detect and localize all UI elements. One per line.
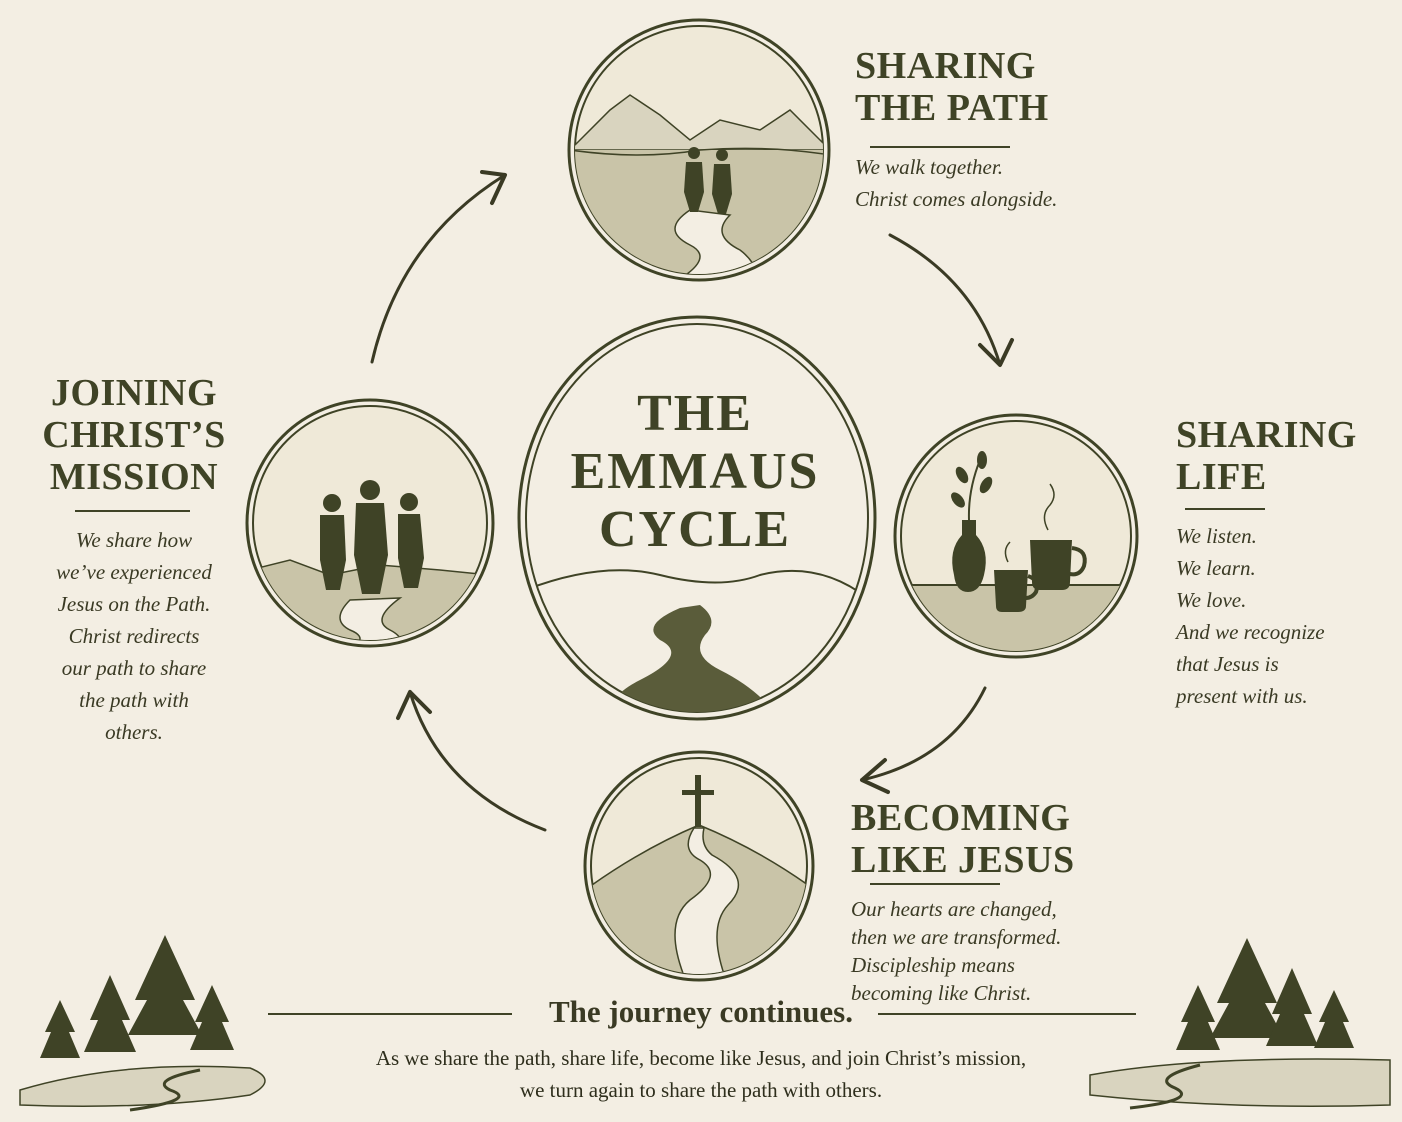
heading-line: LIFE: [1176, 456, 1267, 498]
becoming-like-jesus-heading: BECOMING LIKE JESUS: [851, 797, 1075, 881]
heading-line: JOINING: [50, 372, 218, 414]
desc-line: We walk together.: [855, 155, 1003, 179]
desc-line: We listen.: [1176, 524, 1257, 548]
becoming-like-jesus-description: Our hearts are changed, then we are tran…: [851, 895, 1075, 1007]
three-walkers-icon: [320, 480, 424, 594]
cross-icon: [682, 775, 714, 827]
arrow-to-sharing-life: [888, 233, 1002, 367]
heading-line: LIKE JESUS: [851, 839, 1075, 881]
desc-line: we’ve experienced: [56, 560, 212, 584]
joining-mission-label: JOINING CHRIST’S MISSION We share how we…: [36, 372, 232, 748]
sharing-path-heading: SHARING THE PATH: [855, 45, 1057, 129]
desc-line: And we recognize: [1176, 620, 1325, 644]
desc-line: the path with: [79, 688, 189, 712]
cycle-arrows: [370, 170, 1014, 832]
sharing-life-heading: SHARING LIFE: [1176, 414, 1357, 498]
footer-line: we turn again to share the path with oth…: [519, 1078, 883, 1102]
sharing-path-description: We walk together. Christ comes alongside…: [855, 151, 1057, 215]
arrow-to-joining-mission: [408, 690, 547, 832]
desc-line: present with us.: [1176, 684, 1308, 708]
arrow-to-sharing-path: [370, 173, 507, 364]
arrow-to-becoming-like-jesus: [860, 686, 987, 782]
joining-mission-description: We share how we’ve experienced Jesus on …: [36, 524, 232, 748]
heading-line: CHRIST’S: [42, 414, 226, 456]
desc-line: Jesus on the Path.: [57, 592, 211, 616]
center-title-line: THE: [637, 385, 753, 442]
mission-path: [319, 597, 405, 640]
sharing-path-medallion: [567, 18, 831, 282]
desc-line: our path to share: [61, 656, 207, 680]
footer-text: As we share the path, share life, become…: [280, 1042, 1122, 1106]
desc-line: others.: [105, 720, 163, 744]
footer-line: As we share the path, share life, become…: [375, 1046, 1027, 1070]
joining-mission-heading: JOINING CHRIST’S MISSION: [36, 372, 232, 498]
desc-line: then we are transformed.: [851, 925, 1062, 949]
desc-line: We share how: [75, 528, 193, 552]
desc-line: Christ redirects: [68, 624, 200, 648]
desc-line: Our hearts are changed,: [851, 897, 1057, 921]
trees-left: [19, 935, 266, 1112]
center-title-line: EMMAUS: [570, 443, 820, 500]
center-title: THE EMMAUS CYCLE: [530, 385, 860, 559]
center-medallion: [517, 315, 877, 721]
sharing-life-description: We listen. We learn. We love. And we rec…: [1176, 520, 1357, 712]
sharing-life-medallion: [893, 413, 1139, 659]
desc-line: Discipleship means: [851, 953, 1015, 977]
desc-line: We love.: [1176, 588, 1247, 612]
vase-icon: [951, 451, 993, 592]
sharing-life-label: SHARING LIFE We listen. We learn. We lov…: [1176, 414, 1357, 712]
joining-mission-medallion: [245, 398, 495, 648]
heading-line: MISSION: [49, 456, 219, 498]
heading-rules: [75, 146, 1265, 885]
two-walkers-icon: [684, 147, 732, 214]
footer-title: The journey continues.: [549, 994, 853, 1029]
center-title-line: CYCLE: [598, 501, 792, 558]
hill-path: [674, 827, 739, 974]
desc-line: We learn.: [1176, 556, 1256, 580]
desc-line: becoming like Christ.: [851, 981, 1032, 1005]
becoming-like-jesus-medallion: [583, 750, 815, 982]
desc-line: that Jesus is: [1176, 652, 1279, 676]
sharing-path-label: SHARING THE PATH We walk together. Chris…: [855, 45, 1057, 215]
coffee-mugs-icon: [994, 483, 1087, 612]
heading-line: SHARING: [1176, 414, 1357, 456]
center-road: [613, 605, 780, 712]
desc-line: Christ comes alongside.: [855, 187, 1058, 211]
heading-line: SHARING: [855, 45, 1036, 87]
trees-right: [1089, 938, 1391, 1110]
heading-line: BECOMING: [851, 797, 1071, 839]
becoming-like-jesus-label: BECOMING LIKE JESUS Our hearts are chang…: [851, 797, 1075, 1007]
heading-line: THE PATH: [855, 87, 1049, 129]
